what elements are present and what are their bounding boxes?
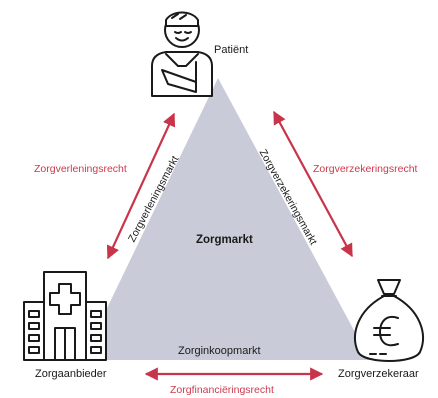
zorgverleningsrecht-arrow — [106, 112, 176, 260]
hospital-icon — [23, 271, 107, 361]
patient-with-sling-icon — [151, 11, 213, 97]
zorgaanbieder-label: Zorgaanbieder — [35, 368, 107, 380]
patient-label: Patiënt — [214, 44, 249, 56]
zorgverzekeringsrecht-label: Zorgverzekeringsrecht — [313, 163, 418, 175]
zorgfinancieringsrecht-label: Zorgfinanciëringsrecht — [170, 384, 274, 396]
zorgverzekeringsrecht-arrow — [273, 110, 353, 258]
zorginkoopmarkt-label: Zorginkoopmarkt — [178, 345, 261, 357]
euro-money-bag-icon — [354, 279, 424, 362]
zorgmarkt-triangle — [82, 78, 370, 360]
zorgverzekeraar-label: Zorgverzekeraar — [338, 368, 419, 380]
zorgverleningsrecht-label: Zorgverleningsrecht — [34, 163, 127, 175]
zorgmarkt-label: Zorgmarkt — [196, 234, 253, 246]
